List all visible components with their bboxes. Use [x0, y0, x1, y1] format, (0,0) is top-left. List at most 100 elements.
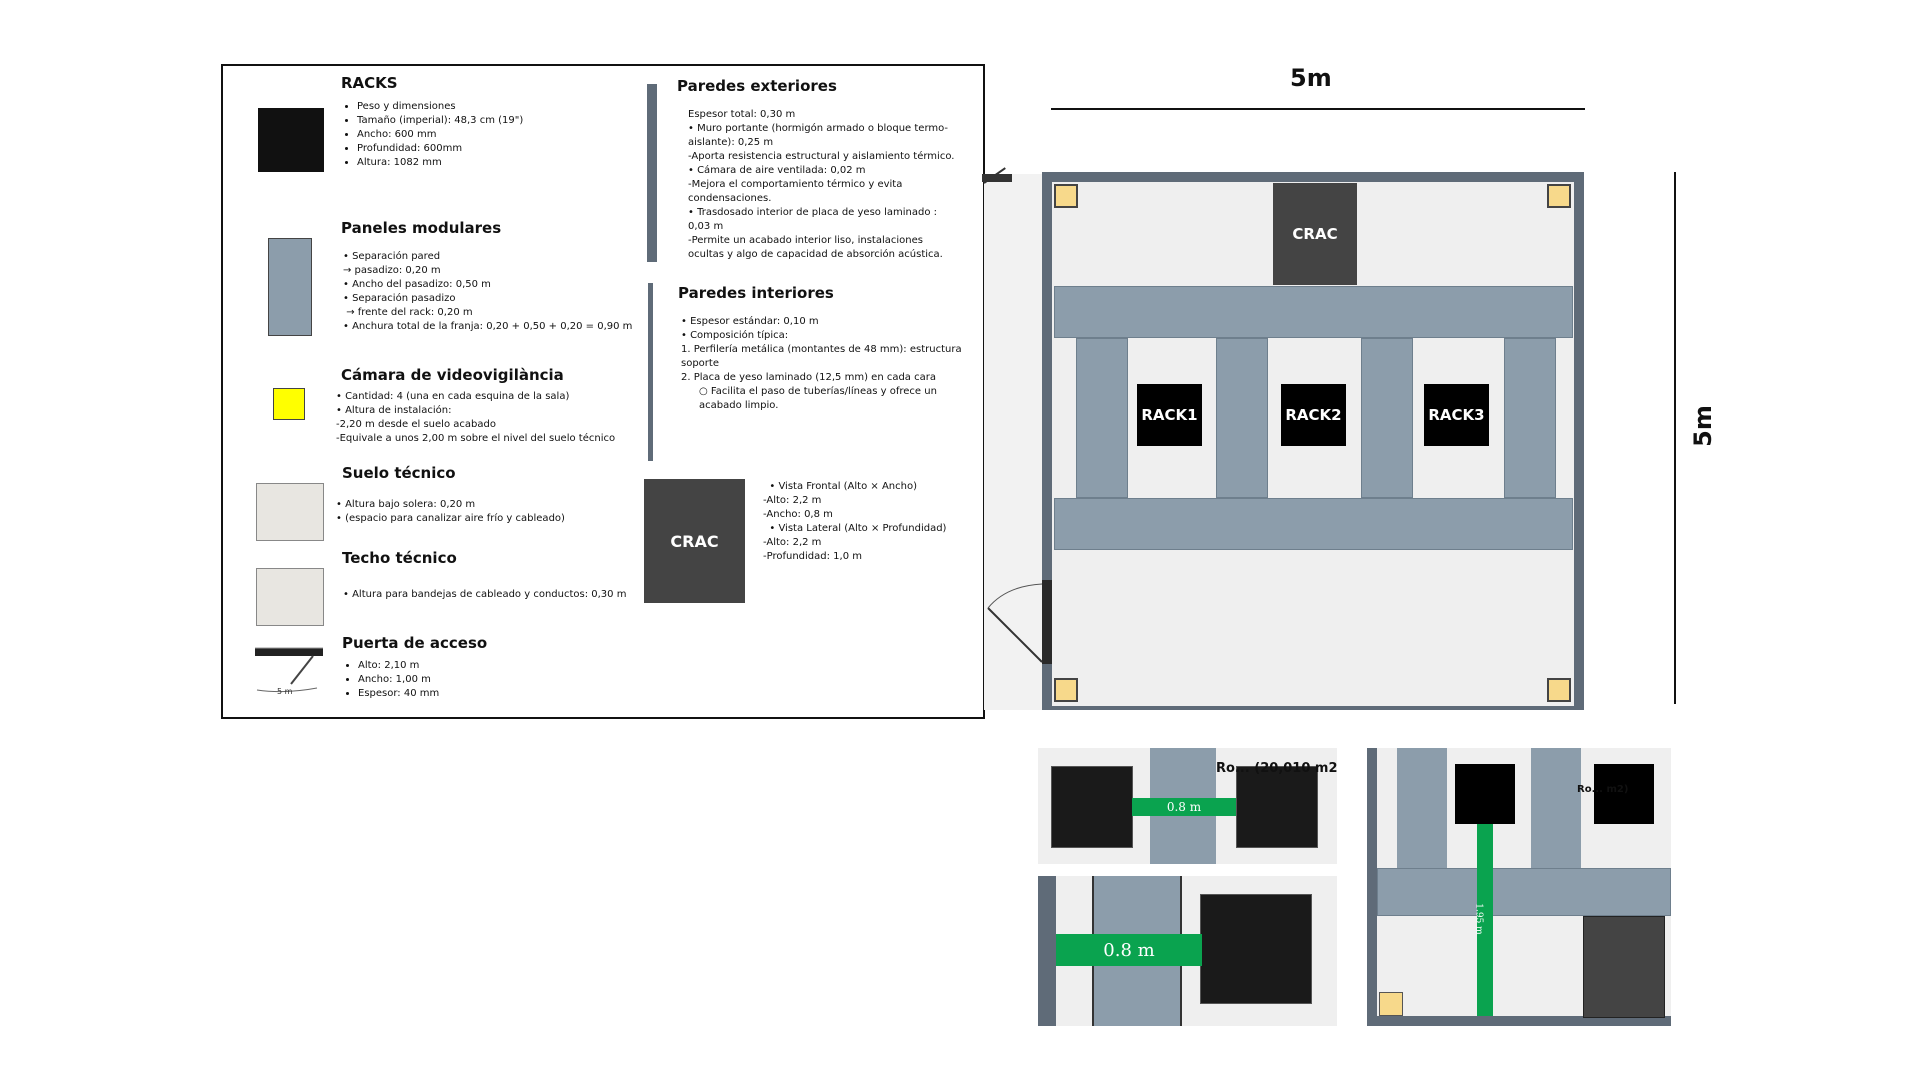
detail-rack — [1200, 894, 1312, 1004]
detail-overlay-text: Ro... m2) — [1577, 784, 1629, 795]
list-item: Tamaño (imperial): 48,3 cm (19") — [357, 114, 643, 128]
door-icon-label: 5 m — [277, 687, 293, 696]
camera-icon — [1054, 184, 1078, 208]
crac-unit-label: CRAC — [1292, 225, 1338, 243]
paneles-list: • Separación pared → pasadizo: 0,20 m • … — [343, 250, 643, 334]
camera-icon — [1379, 992, 1403, 1016]
corner-fragment — [982, 174, 1012, 182]
measure-label: 0.8 m — [1166, 800, 1202, 814]
line: Cantidad: 4 (una en cada esquina de la s… — [345, 391, 570, 402]
camara-list: • Cantidad: 4 (una en cada esquina de la… — [336, 390, 636, 446]
line: Trasdosado interior de placa de yeso lam… — [688, 207, 937, 232]
list-item: -2,20 m desde el suelo acabado — [336, 418, 636, 432]
list-item: Peso y dimensiones — [357, 100, 643, 114]
line: Cámara de aire ventilada: 0,02 m — [697, 165, 866, 176]
measure-arrow: 0.8 m — [1132, 798, 1236, 816]
list-item: • Trasdosado interior de placa de yeso l… — [688, 207, 937, 232]
list-item: • Altura para bandejas de cableado y con… — [343, 589, 627, 600]
measure-arrow: 0.8 m — [1056, 934, 1202, 966]
suelo-title: Suelo técnico — [342, 464, 456, 482]
measure-arrow: 1.95 m — [1473, 824, 1493, 1016]
rack-label: RACK3 — [1428, 406, 1485, 424]
detail-rack — [1594, 764, 1654, 824]
racks-title: RACKS — [341, 74, 398, 92]
line: -Mejora el comportamiento térmico y evit… — [688, 179, 903, 204]
paredes-int-list: • Espesor estándar: 0,10 m • Composición… — [681, 315, 966, 413]
detail-rack — [1051, 766, 1133, 848]
line: Composición típica: — [690, 330, 789, 341]
rack-2: RACK2 — [1281, 384, 1346, 446]
paredes-int-title: Paredes interiores — [678, 284, 834, 302]
detail-rack — [1455, 764, 1515, 824]
crac-list: • Vista Frontal (Alto × Ancho) -Alto: 2,… — [763, 480, 983, 564]
list-item: -Alto: 2,2 m — [763, 494, 983, 508]
line: Espesor estándar: 0,10 m — [690, 316, 819, 327]
dim-right-label: 5m — [1688, 405, 1717, 447]
detail-wall — [1367, 748, 1377, 1026]
detail-aisle — [1397, 748, 1447, 868]
detail-2: 0.8 m — [1038, 876, 1337, 1026]
list-item: • Composición típica: — [681, 330, 789, 341]
detail-wall — [1367, 1016, 1671, 1026]
panel-vertical-1 — [1076, 338, 1128, 498]
list-item: • Muro portante (hormigón armado o bloqu… — [688, 123, 949, 148]
list-item: • Altura de instalación: — [336, 405, 452, 416]
detail-rack — [1236, 766, 1318, 848]
rack-label: RACK2 — [1285, 406, 1342, 424]
detail-1: Ro... (20,010 m2) 0.8 m — [1038, 748, 1337, 864]
paredes-ext-title: Paredes exteriores — [677, 77, 837, 95]
techo-list: • Altura para bandejas de cableado y con… — [343, 588, 663, 602]
outside-corridor — [984, 174, 1044, 710]
racks-list: Peso y dimensiones Tamaño (imperial): 48… — [343, 100, 643, 170]
list-item: • Separación pared — [343, 251, 441, 262]
list-item: • Cámara de aire ventilada: 0,02 m — [688, 165, 866, 176]
line: → frente del rack: 0,20 m — [346, 307, 473, 318]
dim-right-line — [1674, 172, 1676, 704]
line: -Alto: 2,2 m — [763, 495, 822, 506]
line: -Aporta resistencia estructural y aislam… — [688, 151, 955, 162]
list-item: -Ancho: 0,8 m — [763, 508, 983, 522]
line: Vista Lateral (Alto × Profundidad) — [778, 523, 947, 534]
line: Altura para bandejas de cableado y condu… — [352, 589, 627, 600]
line: Vista Frontal (Alto × Ancho) — [778, 481, 917, 492]
camera-icon — [1054, 678, 1078, 702]
line: -2,20 m desde el suelo acabado — [336, 419, 496, 430]
panel-bottom — [1054, 498, 1573, 550]
list-item: • Vista Frontal (Alto × Ancho) — [763, 481, 917, 492]
list-item: ○ Facilita el paso de tuberías/líneas y … — [681, 385, 966, 413]
rack-swatch — [258, 108, 324, 172]
door-swing-icon — [987, 583, 1043, 663]
techo-title: Techo técnico — [342, 549, 457, 567]
list-item: → pasadizo: 0,20 m — [343, 264, 643, 278]
list-item: → frente del rack: 0,20 m — [343, 306, 643, 320]
paneles-title: Paneles modulares — [341, 219, 502, 237]
rack-label: RACK1 — [1141, 406, 1198, 424]
list-item: Profundidad: 600mm — [357, 142, 643, 156]
detail-wall — [1038, 876, 1056, 1026]
list-item: -Aporta resistencia estructural y aislam… — [688, 150, 958, 164]
list-item: Altura: 1082 mm — [357, 156, 643, 170]
list-item: • Anchura total de la franja: 0,20 + 0,5… — [343, 321, 633, 332]
suelo-list: • Altura bajo solera: 0,20 m • (espacio … — [336, 498, 656, 526]
ceiling-swatch — [256, 568, 324, 626]
line: Altura de instalación: — [345, 405, 452, 416]
panel-top — [1054, 286, 1573, 338]
panel-swatch — [268, 238, 312, 336]
camera-icon — [1547, 678, 1571, 702]
list-item: • (espacio para canalizar aire frío y ca… — [336, 513, 565, 524]
line: -Ancho: 0,8 m — [763, 509, 833, 520]
line: 2. Placa de yeso laminado (12,5 mm) en c… — [681, 372, 936, 383]
list-item: -Profundidad: 1,0 m — [763, 550, 983, 564]
line: Separación pasadizo — [352, 293, 456, 304]
exterior-wall-swatch — [647, 84, 657, 262]
line: -Permite un acabado interior liso, insta… — [688, 235, 943, 260]
list-item: -Mejora el comportamiento térmico y evit… — [688, 178, 958, 206]
crac-unit: CRAC — [1273, 183, 1357, 285]
panel-vertical-3 — [1361, 338, 1413, 498]
rack-3: RACK3 — [1424, 384, 1489, 446]
interior-wall-swatch — [648, 283, 653, 461]
line: Separación pared — [352, 251, 441, 262]
list-item: • Espesor estándar: 0,10 m — [681, 316, 819, 327]
detail-crac — [1583, 916, 1665, 1018]
measure-label: 1.95 m — [1473, 903, 1484, 935]
